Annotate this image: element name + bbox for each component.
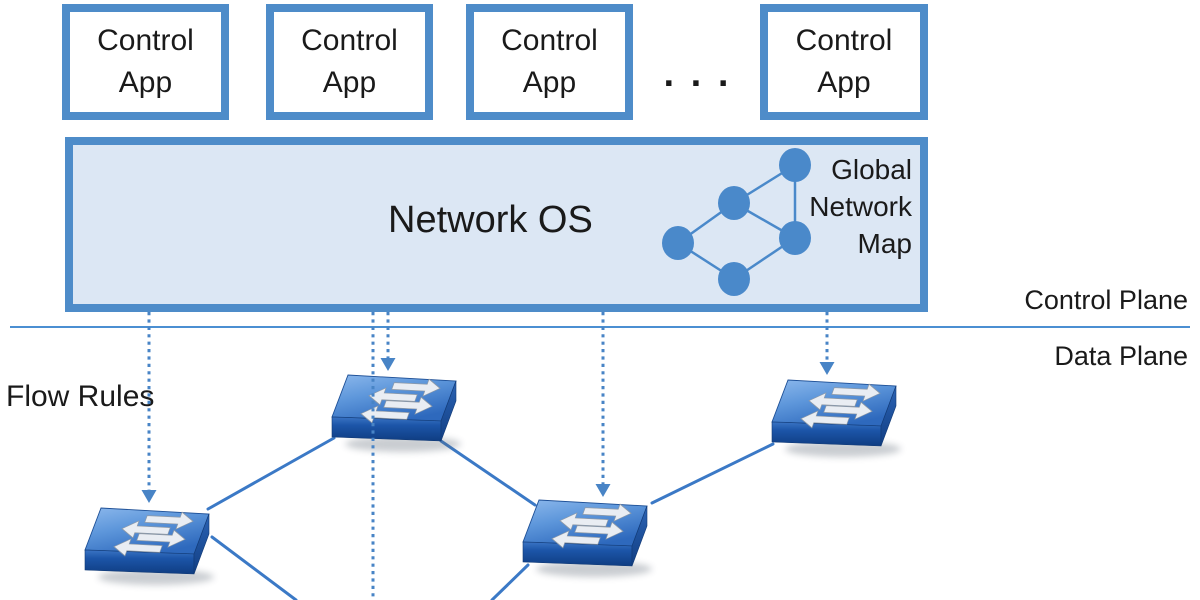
plane-divider-line: [10, 326, 1190, 328]
control-app-box-4: Control App: [760, 4, 928, 120]
topology-link: [206, 436, 336, 511]
control-app-label: Control App: [97, 24, 194, 99]
switch-bottom-icon: [523, 500, 652, 577]
switch-left-icon: [85, 508, 214, 585]
switch-right-icon: [772, 380, 901, 457]
control-app-label: Control App: [795, 24, 893, 99]
flow-rule-arrow: [595, 312, 611, 497]
control-app-label: Control App: [301, 24, 398, 99]
arrowhead-icon: [595, 484, 611, 497]
arrowhead-icon: [141, 490, 157, 503]
data-plane-label: Data Plane: [1054, 341, 1188, 371]
more-apps-ellipsis: · · ·: [663, 63, 733, 105]
control-app-box-2: Control App: [266, 4, 433, 120]
arrowhead-icon: [380, 358, 396, 371]
topology-link: [210, 535, 298, 600]
topology-link: [650, 442, 775, 505]
topology-link: [490, 563, 530, 600]
flow-rule-arrow: [819, 312, 835, 375]
control-app-box-3: Control App: [466, 4, 633, 120]
control-app-box-1: Control App: [62, 4, 229, 120]
switches: [85, 375, 901, 585]
arrowhead-icon: [819, 362, 835, 375]
flow-rules-label: Flow Rules: [6, 380, 155, 413]
control-plane-label: Control Plane: [1024, 285, 1188, 315]
topology-links: [206, 436, 775, 600]
global-network-map-label: Global Network Map: [809, 154, 912, 259]
control-app-label: Control App: [501, 24, 598, 99]
flow-rule-arrows: [141, 312, 835, 600]
topology-link: [439, 439, 537, 507]
network-os-title: Network OS: [388, 199, 593, 241]
switch-top-icon: [332, 375, 461, 452]
flow-rule-arrow: [380, 312, 396, 371]
